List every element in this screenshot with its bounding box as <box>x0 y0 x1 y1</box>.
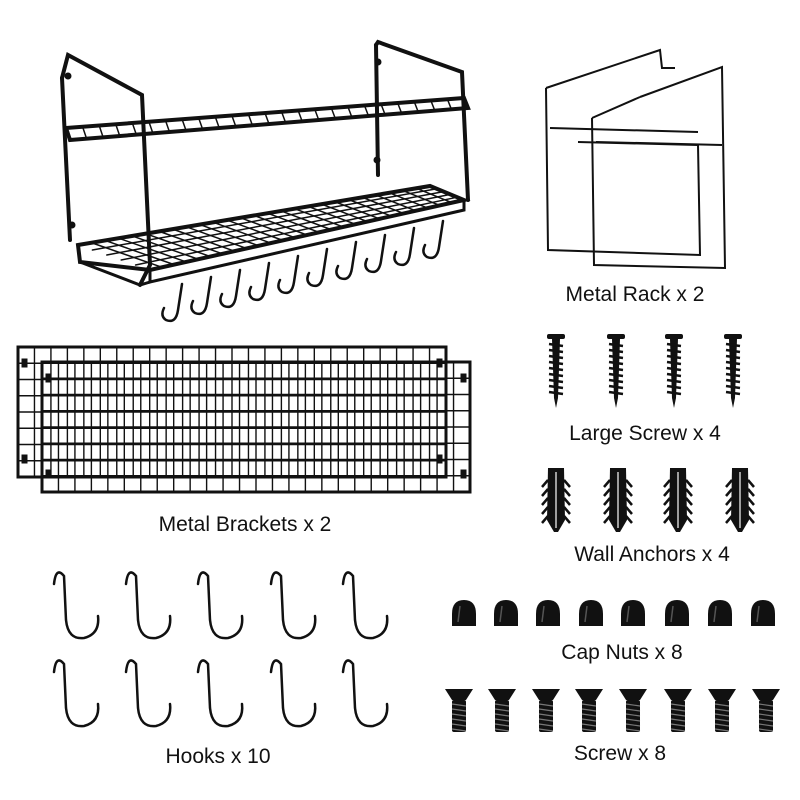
shelf-unit-icon <box>60 39 471 323</box>
metal-rack-icon <box>545 48 727 270</box>
metal-brackets-label: Metal Brackets x 2 <box>158 513 332 536</box>
metal-bracket-icon <box>16 345 472 494</box>
wall-anchor-icon <box>541 468 755 532</box>
large-screw-icon <box>547 334 742 408</box>
cap-nuts-label: Cap Nuts x 8 <box>561 641 683 664</box>
hook-icon <box>52 571 389 728</box>
large-screw-label: Large Screw x 4 <box>569 422 721 445</box>
screw-icon <box>445 689 780 732</box>
metal-rack-label: Metal Rack x 2 <box>565 283 705 306</box>
wall-anchors-label: Wall Anchors x 4 <box>574 543 730 566</box>
cap-nut-icon <box>452 600 775 626</box>
screw-label: Screw x 8 <box>573 742 667 765</box>
hooks-label: Hooks x 10 <box>165 745 271 768</box>
